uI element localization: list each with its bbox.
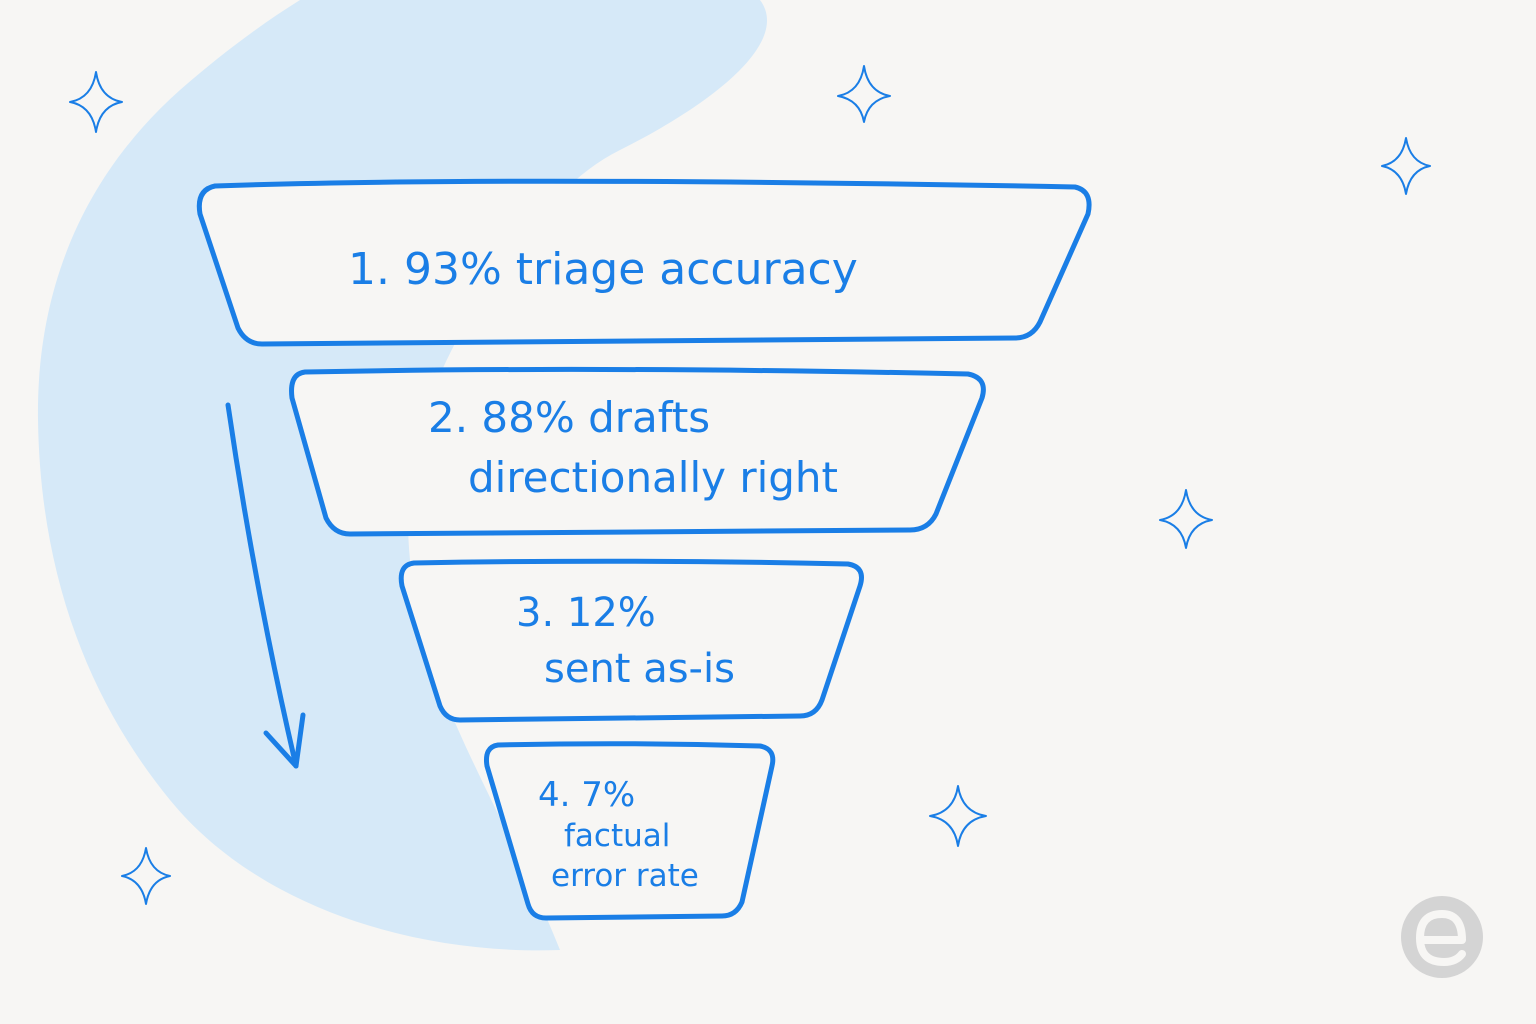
funnel-stage-4 xyxy=(484,741,776,921)
sparkle-icon xyxy=(1159,489,1213,549)
funnel-stage-1 xyxy=(196,178,1092,347)
e-logo-icon xyxy=(1401,896,1483,978)
stage-1-line-1: 1. 93% triage accuracy xyxy=(348,244,858,295)
stage-4-line-2: factual xyxy=(564,818,670,854)
sparkle-icon xyxy=(929,785,987,847)
stage-4-line-3: error rate xyxy=(551,858,699,894)
funnel-stage-2 xyxy=(289,366,986,537)
stage-4-line-1: 4. 7% xyxy=(538,775,635,815)
arrow-down-icon xyxy=(225,402,306,769)
sparkle-icon xyxy=(1381,137,1431,195)
stage-3-line-2: sent as-is xyxy=(544,646,735,692)
funnel-stage-3 xyxy=(398,558,864,723)
stage-2-line-1: 2. 88% drafts xyxy=(428,393,710,442)
stage-3-line-1: 3. 12% xyxy=(516,590,656,636)
sparkle-icon xyxy=(69,71,123,133)
stage-2-line-2: directionally right xyxy=(468,453,838,502)
sparkle-icon xyxy=(121,847,171,905)
sparkle-icon xyxy=(837,65,891,123)
